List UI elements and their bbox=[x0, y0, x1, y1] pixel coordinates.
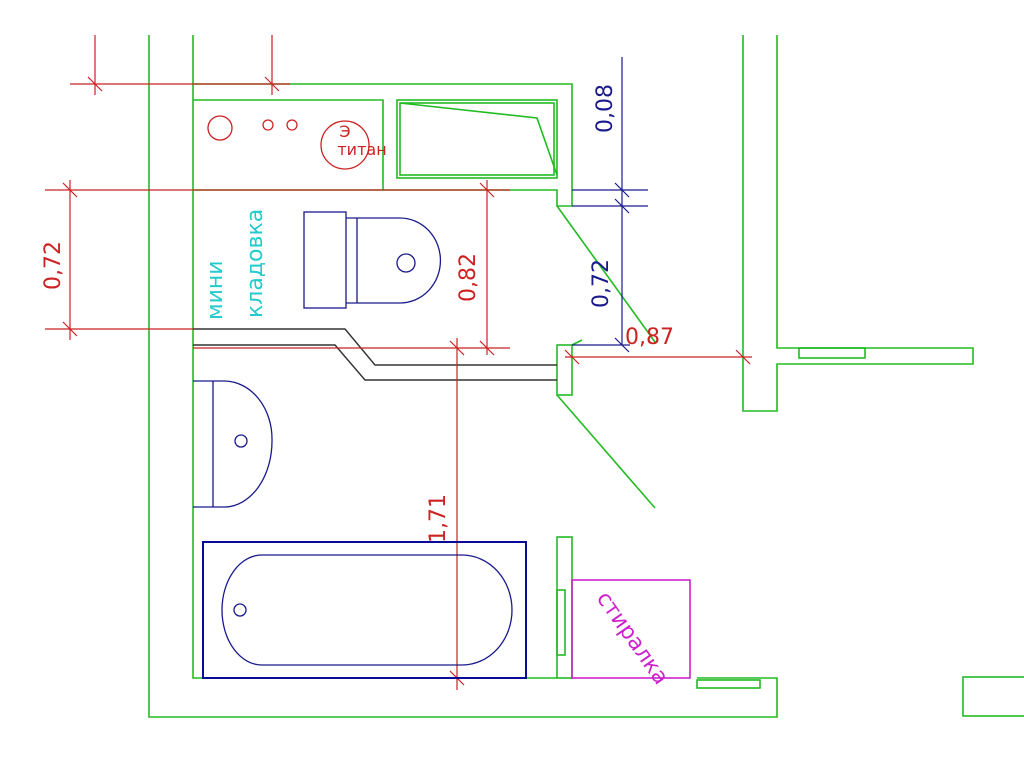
pantry-label-1: мини bbox=[203, 260, 228, 320]
cabinet-inner bbox=[399, 102, 555, 176]
dim-top-tick-1 bbox=[87, 76, 103, 92]
walls bbox=[148, 35, 1024, 718]
dim-087-tick-1 bbox=[564, 349, 580, 365]
wall-bottom-right bbox=[962, 676, 1024, 717]
washbasin-drain-icon bbox=[234, 434, 248, 448]
door-swing-3 bbox=[571, 339, 583, 346]
toilet-bowl bbox=[346, 217, 442, 304]
dim-right-008-label: 0,08 bbox=[593, 84, 618, 133]
sink-top bbox=[207, 115, 370, 170]
pipes bbox=[193, 328, 557, 381]
cabinet-box bbox=[396, 99, 558, 179]
bathtub-drain-icon bbox=[233, 603, 247, 617]
bathtub-outline bbox=[202, 541, 527, 679]
door-swing-2 bbox=[556, 394, 656, 509]
dim-right-tick-3 bbox=[614, 337, 630, 353]
red-dimensions bbox=[45, 35, 752, 690]
dim-right-tick-2 bbox=[614, 198, 630, 214]
dim-087-tick-2 bbox=[735, 349, 751, 365]
dim-bath-tick-1 bbox=[449, 340, 465, 356]
door-swing-1 bbox=[556, 205, 656, 343]
washbasin bbox=[193, 380, 273, 508]
pipe-2 bbox=[193, 344, 557, 381]
dim-bath-171-label: 1,71 bbox=[426, 494, 451, 543]
dim-toilet-082-label: 0,82 bbox=[456, 253, 481, 302]
dim-right-072-label: 0,72 bbox=[589, 259, 614, 308]
washer-label: стиралка bbox=[591, 587, 673, 689]
dim-left-072-label: 0,72 bbox=[41, 241, 66, 290]
cabinet-diagonal bbox=[399, 102, 558, 176]
door-jamb bbox=[556, 589, 566, 656]
boiler-e-label: Э bbox=[339, 122, 350, 141]
toilet-tank bbox=[303, 211, 347, 309]
dim-left-tick-2 bbox=[62, 321, 78, 337]
boiler-name-label: титан bbox=[337, 140, 386, 159]
radiator-right bbox=[798, 347, 866, 359]
bathtub bbox=[202, 541, 527, 679]
wall-right-vertical bbox=[742, 35, 974, 412]
dim-087-label: 0,87 bbox=[625, 325, 674, 350]
dim-toilet-tick-1 bbox=[479, 182, 495, 198]
water-heater-circle bbox=[320, 120, 370, 170]
dim-left-tick-1 bbox=[62, 182, 78, 198]
bathtub-inner bbox=[221, 554, 513, 666]
blue-dimensions bbox=[572, 57, 648, 353]
wall-outer-left bbox=[192, 35, 557, 679]
dim-top-tick-2 bbox=[264, 76, 280, 92]
dim-right-tick-1 bbox=[614, 182, 630, 198]
wall-top-niche bbox=[193, 83, 573, 207]
radiator-bottom bbox=[696, 679, 761, 689]
tap-circle-2 bbox=[286, 119, 298, 131]
sink-circle-large bbox=[207, 115, 233, 141]
washbasin-bowl bbox=[193, 380, 273, 508]
pantry-label-2: кладовка bbox=[243, 209, 268, 318]
tap-circle-1 bbox=[262, 119, 274, 131]
toilet bbox=[303, 211, 442, 309]
toilet-drain-icon bbox=[396, 253, 416, 273]
partition-stub bbox=[556, 344, 573, 396]
washing-machine bbox=[571, 579, 691, 679]
wall-outer-left-back bbox=[148, 35, 778, 718]
pipe-1 bbox=[193, 328, 557, 366]
